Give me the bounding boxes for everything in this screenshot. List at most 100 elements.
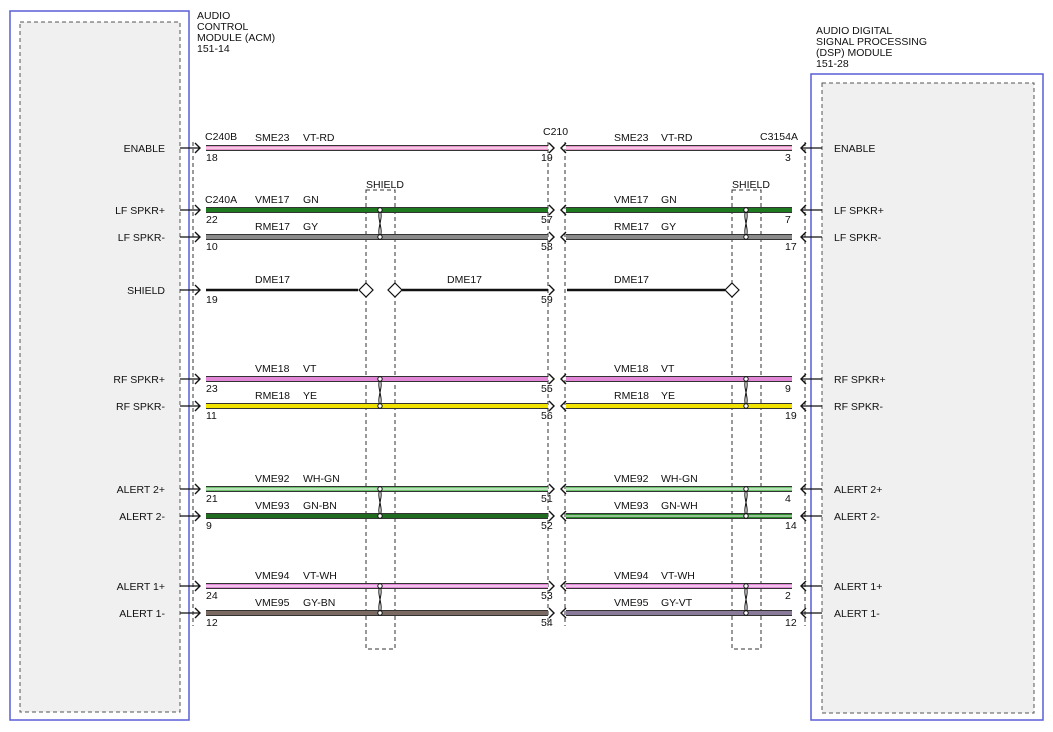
wire-circuit-label: VME94: [255, 570, 290, 582]
right-pin-number: 2: [785, 590, 791, 602]
mid-pin-arrow-right: [560, 510, 567, 522]
left-signal-label: RF SPKR-: [116, 401, 166, 413]
mid-pin-number: 55: [541, 383, 553, 395]
mid-pin-number: 19: [541, 152, 553, 164]
left-signal-label: SHIELD: [127, 285, 165, 297]
mid-pin-number: 57: [541, 214, 553, 226]
wire-color-label: GN-WH: [661, 500, 698, 512]
right-pin-number: 9: [785, 383, 791, 395]
mid-pin-arrow-left: [548, 607, 555, 619]
left-pin-number: 18: [206, 152, 218, 164]
mid-pin-number: 58: [541, 241, 553, 253]
wire-circuit-label: RME18: [255, 390, 290, 402]
wire-circuit-label: VME18: [614, 363, 649, 375]
mid-pin-arrow-right: [560, 142, 567, 154]
wire-circuit-label: DME17: [255, 274, 290, 286]
wire-circuit-label: DME17: [447, 274, 482, 286]
right-signal-label: ENABLE: [834, 143, 875, 155]
mid-pin-arrow-left: [548, 204, 555, 216]
left-module-title-line: 151-14: [197, 43, 230, 55]
right-module-title-line: AUDIO DIGITAL: [816, 25, 892, 37]
mid-pin-arrow-right: [560, 373, 567, 385]
wire-circuit-label: VME95: [255, 597, 290, 609]
mid-pin-arrow-left: [548, 510, 555, 522]
right-pin-number: 12: [785, 617, 797, 629]
left-signal-label: LF SPKR+: [115, 205, 165, 217]
wire-circuit-label: SME23: [614, 132, 649, 144]
left-module-title: AUDIO CONTROL MODULE (ACM) 151-14: [197, 10, 275, 55]
wire-circuit-label: VME17: [614, 194, 649, 206]
right-pin-number: 17: [785, 241, 797, 253]
left-signal-label: ENABLE: [124, 143, 165, 155]
twisted-pair-mark-left: [377, 486, 383, 519]
wire-color-label: VT: [661, 363, 675, 375]
mid-pin-arrow-right: [560, 400, 567, 412]
right-signal-label: ALERT 1+: [834, 581, 882, 593]
twisted-pair-mark-left: [377, 583, 383, 616]
twisted-pair-mark-right: [743, 207, 749, 240]
wire-color-label: GY: [303, 221, 318, 233]
left-module-title-line: AUDIO: [197, 10, 230, 22]
left-pin-number: 24: [206, 590, 218, 602]
connector-c210-label: C210: [543, 126, 568, 138]
left-pin-arrow: [194, 580, 201, 592]
wire-color-label: VT-RD: [661, 132, 693, 144]
wire-color-label: YE: [661, 390, 675, 402]
wire-color-label: WH-GN: [303, 473, 340, 485]
wire-color-label: VT-WH: [303, 570, 337, 582]
twisted-pair-mark-left: [377, 376, 383, 409]
left-signal-label: ALERT 2+: [117, 484, 165, 496]
shield-termination-mid: [387, 282, 403, 298]
mid-pin-arrow-left: [548, 231, 555, 243]
left-signal-label: RF SPKR+: [113, 374, 165, 386]
wire-circuit-label: RME18: [614, 390, 649, 402]
left-pin-arrow: [194, 510, 201, 522]
mid-pin-arrow-right: [560, 580, 567, 592]
wire-color-label: VT: [303, 363, 317, 375]
mid-pin-number: 59: [541, 294, 553, 306]
left-module-title-line: CONTROL: [197, 21, 248, 33]
wire-layer: [180, 142, 822, 619]
wire-circuit-label: VME93: [614, 500, 649, 512]
wire-color-label: GN: [303, 194, 319, 206]
wire-circuit-label: VME93: [255, 500, 290, 512]
right-signal-label: RF SPKR+: [834, 374, 886, 386]
right-pin-number: 19: [785, 410, 797, 422]
mid-pin-arrow-left: [548, 483, 555, 495]
connector-c240a-label: C240A: [205, 194, 237, 206]
connector-boundaries: [192, 142, 806, 626]
wire-circuit-label: VME95: [614, 597, 649, 609]
right-signal-label: ALERT 2-: [834, 511, 880, 523]
left-pin-number: 11: [206, 410, 217, 422]
right-signal-label: LF SPKR-: [834, 232, 882, 244]
left-pin-number: 21: [206, 493, 218, 505]
left-pin-number: 19: [206, 294, 218, 306]
wire-color-label: VT-RD: [303, 132, 335, 144]
mid-pin-arrow-right: [560, 204, 567, 216]
left-pin-number: 10: [206, 241, 218, 253]
mid-pin-number: 51: [541, 493, 553, 505]
wire-color-label: GN-BN: [303, 500, 337, 512]
wire-circuit-label: RME17: [614, 221, 649, 233]
mid-pin-number: 56: [541, 410, 553, 422]
mid-pin-number: 53: [541, 590, 553, 602]
wire-color-label: GN: [661, 194, 677, 206]
wire-color-label: GY: [661, 221, 676, 233]
left-module: [9, 10, 190, 721]
right-module-title-line: (DSP) MODULE: [816, 47, 892, 59]
right-signal-label: ALERT 2+: [834, 484, 882, 496]
left-pin-arrow: [194, 142, 201, 154]
twisted-pair-mark-left: [377, 207, 383, 240]
left-pin-arrow: [194, 483, 201, 495]
left-pin-arrow: [194, 400, 201, 412]
wire-circuit-label: VME17: [255, 194, 290, 206]
right-pin-number: 4: [785, 493, 791, 505]
wire-color-label: YE: [303, 390, 317, 402]
left-pin-number: 22: [206, 214, 218, 226]
left-signal-label: ALERT 1-: [119, 608, 165, 620]
mid-pin-number: 52: [541, 520, 553, 532]
mid-pin-number: 54: [541, 617, 553, 629]
wire-circuit-label: VME94: [614, 570, 649, 582]
shield-label-right: SHIELD: [732, 179, 770, 191]
